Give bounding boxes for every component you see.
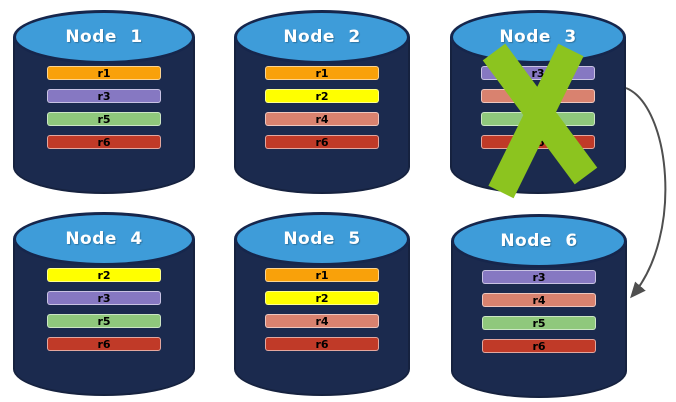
- replica-label: r1: [315, 268, 329, 282]
- replica-label: r3: [97, 89, 111, 103]
- node-2: Node 2 r1 r2 r4 r6: [234, 10, 410, 194]
- replica-label: r5: [97, 112, 111, 126]
- replica-bar-r5: r5: [482, 316, 596, 330]
- replica-bar-r2: r2: [265, 89, 379, 103]
- replica-label: r6: [97, 337, 111, 351]
- cylinder-top: Node 3: [450, 10, 626, 64]
- replica-bar-r1: r1: [47, 66, 161, 80]
- replica-label: r5: [97, 314, 111, 328]
- node-1: Node 1 r1 r3 r5 r6: [13, 10, 195, 194]
- replica-label: r6: [315, 337, 329, 351]
- cylinder-top: Node 6: [451, 214, 627, 268]
- replica-list: r1 r3 r5 r6: [47, 66, 161, 149]
- replica-label: r3: [532, 270, 546, 284]
- replica-bar-r2: r2: [47, 268, 161, 282]
- replica-bar-r6: r6: [482, 339, 596, 353]
- replica-label: r1: [315, 66, 329, 80]
- replica-bar-r5: r5: [47, 112, 161, 126]
- replica-bar-r1: r1: [265, 268, 379, 282]
- cylinder-top: Node 4: [13, 212, 195, 266]
- node-5: Node 5 r1 r2 r4 r6: [234, 212, 410, 396]
- node-6: Node 6 r3 r4 r5 r6: [451, 214, 627, 398]
- replica-label: r2: [97, 268, 111, 282]
- node-title: Node 1: [65, 27, 143, 47]
- failure-x-icon: [482, 43, 598, 199]
- cylinder-top: Node 1: [13, 10, 195, 64]
- replica-bar-r3: r3: [47, 89, 161, 103]
- replica-bar-r4: r4: [265, 112, 379, 126]
- replica-label: r3: [531, 66, 545, 80]
- replica-label: r6: [97, 135, 111, 149]
- node-title: Node 5: [283, 229, 361, 249]
- replica-bar-r2: r2: [265, 291, 379, 305]
- replica-bar-r6: r6: [47, 337, 161, 351]
- node-title: Node 4: [65, 229, 143, 249]
- replica-label: r6: [315, 135, 329, 149]
- replica-label: r1: [97, 66, 111, 80]
- replica-label: r3: [97, 291, 111, 305]
- replica-bar-r6: r6: [265, 135, 379, 149]
- node-title: Node 2: [283, 27, 361, 47]
- replica-list: r3 r4 r5 r6: [482, 270, 596, 353]
- replica-label: r6: [532, 339, 546, 353]
- replica-list: r1 r2 r4 r6: [265, 66, 379, 149]
- replica-bar-r3: r3: [482, 270, 596, 284]
- node-title: Node 6: [500, 231, 578, 251]
- replica-bar-r3: r3: [47, 291, 161, 305]
- replica-bar-r4: r4: [265, 314, 379, 328]
- replica-label: r4: [315, 314, 329, 328]
- replica-bar-r6: r6: [265, 337, 379, 351]
- replica-bar-r1: r1: [265, 66, 379, 80]
- node-title: Node 3: [499, 27, 577, 47]
- replica-label: r2: [315, 291, 329, 305]
- cylinder-top: Node 2: [234, 10, 410, 64]
- replica-label: r4: [315, 112, 329, 126]
- replica-list: r1 r2 r4 r6: [265, 268, 379, 351]
- replica-bar-r4: r4: [482, 293, 596, 307]
- replica-list: r2 r3 r5 r6: [47, 268, 161, 351]
- replica-bar-r5: r5: [47, 314, 161, 328]
- cylinder-top: Node 5: [234, 212, 410, 266]
- replica-label: r4: [532, 293, 546, 307]
- replica-bar-r6: r6: [47, 135, 161, 149]
- replica-label: r2: [315, 89, 329, 103]
- replica-label: r5: [532, 316, 546, 330]
- node-4: Node 4 r2 r3 r5 r6: [13, 212, 195, 396]
